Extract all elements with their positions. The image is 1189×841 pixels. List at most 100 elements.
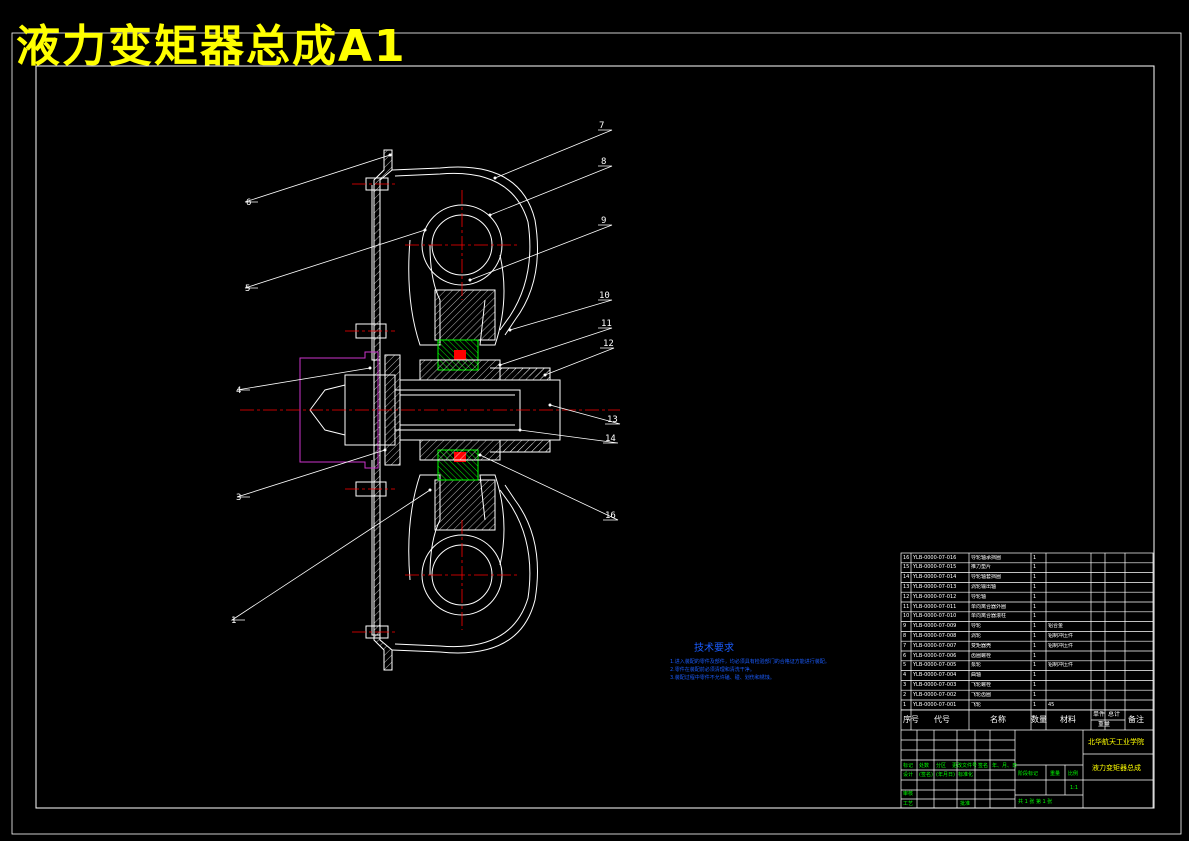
- tb-label-ymd: (年月日): [936, 772, 955, 778]
- bom-row-qty: 1: [1033, 574, 1037, 581]
- bom-row-qty: 1: [1033, 564, 1037, 571]
- bom-row-code: YLB-0000-07-006: [913, 652, 957, 659]
- tb-label-design: 设计: [903, 772, 914, 778]
- drawing-title: 液力变矩器总成A1: [16, 21, 407, 72]
- tb-label-count: 处数: [919, 763, 930, 769]
- bom-row-code: YLB-0000-07-016: [913, 554, 957, 561]
- callout-9: 9: [601, 216, 606, 226]
- bom-row-material: 铝合金: [1048, 623, 1064, 630]
- tb-label-process: 工艺: [903, 801, 914, 807]
- callout-3: 3: [236, 493, 241, 503]
- tb-label-signature: (签名): [919, 772, 933, 778]
- bom-row-material: 铝制冲压件: [1048, 662, 1074, 669]
- bom-row-no: 16: [903, 554, 910, 561]
- bom-row-no: 10: [903, 613, 910, 620]
- tb-label-mark: 标记: [903, 763, 914, 769]
- bom-row-qty: 1: [1033, 672, 1037, 679]
- bom-row-qty: 1: [1033, 603, 1037, 610]
- outer-border: [11, 32, 1182, 835]
- bom-row-code: YLB-0000-07-004: [913, 672, 957, 679]
- bom-row-no: 8: [903, 632, 907, 639]
- inner-border: [35, 65, 1155, 809]
- torque-converter-section: [355, 149, 561, 671]
- bom-row-no: 15: [903, 564, 910, 571]
- bom-row-qty: 1: [1033, 583, 1037, 590]
- bom-row-code: YLB-0000-07-003: [913, 681, 957, 688]
- bom-row-material: 铝制冲压件: [1048, 642, 1074, 649]
- school-name: 北华航天工业学院: [1088, 738, 1144, 746]
- tech-requirements-title: 技术要求: [694, 643, 734, 654]
- center-lines: [240, 183, 620, 633]
- callout-8: 8: [601, 157, 606, 167]
- tb-label-change: 更改文件号: [952, 763, 978, 769]
- bom-row-code: YLB-0000-07-010: [913, 613, 957, 620]
- tech-note-2: 2.零件在装配前必须清理和清洗干净。: [670, 667, 755, 673]
- bom-row-no: 1: [903, 701, 907, 708]
- tb-scale-value: 1:1: [1070, 785, 1079, 791]
- callout-12: 12: [603, 339, 614, 349]
- callout-6: 6: [246, 198, 251, 208]
- drawing-name: 液力变矩器总成: [1092, 764, 1141, 772]
- bom-row-name: 单向离合器外圈: [971, 603, 1007, 610]
- tb-label-approve: 批准: [960, 801, 971, 807]
- bom-row-qty: 1: [1033, 642, 1037, 649]
- bom-row-name: 泵轮: [971, 662, 982, 669]
- bom-row-name: 单向离合器滚柱: [971, 613, 1007, 620]
- bom-row-code: YLB-0000-07-001: [913, 701, 957, 708]
- bom-row-name: 飞轮: [971, 701, 982, 708]
- bom-header-no: 序号: [903, 715, 919, 724]
- bom-row-code: YLB-0000-07-005: [913, 662, 957, 669]
- bom-row-code: YLB-0000-07-007: [913, 642, 957, 649]
- bom-row-code: YLB-0000-07-008: [913, 632, 957, 639]
- tb-label-sign: 签名: [978, 763, 989, 769]
- bom-row-no: 12: [903, 593, 910, 600]
- callout-14: 14: [605, 434, 616, 444]
- bom-row-code: YLB-0000-07-013: [913, 583, 957, 590]
- bom-row-qty: 1: [1033, 681, 1037, 688]
- callout-labels: 1 3 4 5 6 7 8 9 10 11 12 13 14 16: [231, 121, 618, 626]
- tb-label-stage: 阶段标记: [1018, 771, 1039, 777]
- bom-row-code: YLB-0000-07-015: [913, 564, 957, 571]
- bom-header-weight: 重量: [1098, 721, 1111, 728]
- callout-13: 13: [607, 415, 618, 425]
- bom-row-code: YLB-0000-07-012: [913, 593, 957, 600]
- bom-header-unit: 单件: [1093, 711, 1106, 718]
- bom-row-no: 4: [903, 672, 907, 679]
- bom-row-code: YLB-0000-07-002: [913, 691, 957, 698]
- bom-row-name: 导轮: [971, 623, 982, 630]
- bom-row-qty: 1: [1033, 554, 1037, 561]
- bom-header-material: 材料: [1060, 715, 1076, 724]
- tb-label-weight: 重量: [1050, 771, 1061, 777]
- bom-row-material: 铝制冲压件: [1048, 632, 1074, 639]
- bom-row-code: YLB-0000-07-009: [913, 623, 957, 630]
- callout-1: 1: [231, 616, 236, 626]
- bom-header-code: 代号: [934, 715, 950, 724]
- bom-header-remark: 备注: [1128, 715, 1144, 724]
- bom-header-name: 名称: [990, 715, 1006, 724]
- bom-row-no: 11: [903, 603, 910, 610]
- tb-sheet-count: 共 1 张 第 1 张: [1018, 799, 1053, 805]
- tech-note-3: 3.装配过程中零件不允许磕、碰、划伤和锈蚀。: [670, 675, 775, 681]
- bom-row-no: 7: [903, 642, 907, 649]
- tb-label-standard: 标准化: [958, 772, 974, 778]
- bom-row-name: 涡轮: [971, 632, 982, 639]
- bom-row-no: 9: [903, 623, 907, 630]
- tb-label-date: 年、月、日: [992, 763, 1018, 769]
- bom-row-name: 推力垫片: [971, 564, 992, 571]
- bom-row-name: 变矩器壳: [971, 642, 992, 649]
- bom-row-name: 齿圈螺栓: [971, 652, 992, 659]
- crankshaft: [299, 351, 379, 469]
- leader-lines: [230, 129, 621, 621]
- bom-row-name: 涡轮输出轴: [971, 583, 997, 590]
- tb-label-review: 审核: [903, 791, 914, 797]
- bom-row-qty: 1: [1033, 623, 1037, 630]
- callout-11: 11: [601, 319, 612, 329]
- bom-row-name: 导轮轴套挡圈: [971, 574, 1002, 581]
- bom-row-name: 曲轴: [971, 672, 982, 679]
- bom-row-no: 5: [903, 662, 907, 669]
- bom-row-qty: 1: [1033, 632, 1037, 639]
- tech-note-1: 1.进入装配的零件及部件，均必须具有检验部门的合格证方能进行装配。: [670, 659, 830, 665]
- bom-table-grid: [900, 552, 1154, 809]
